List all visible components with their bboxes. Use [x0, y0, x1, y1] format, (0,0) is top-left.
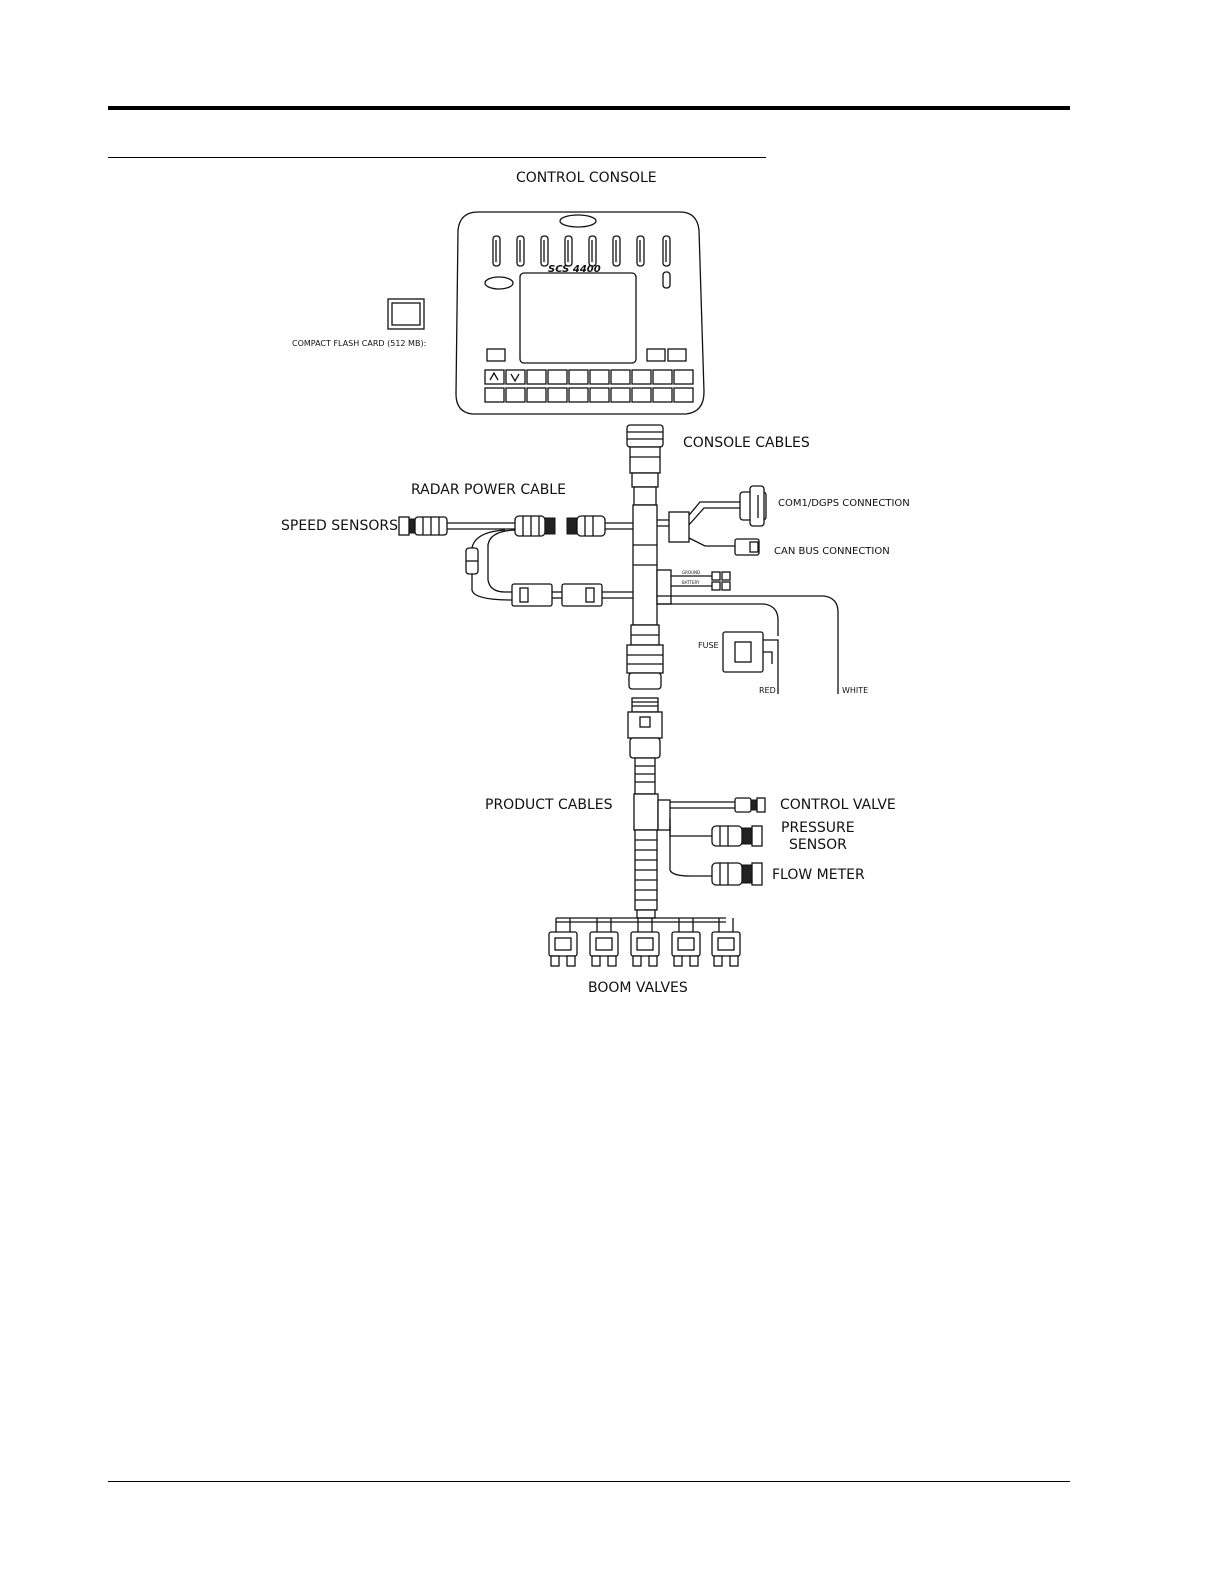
label-white: WHITE: [842, 686, 868, 695]
terminal-leads: GROUND BATTERY: [657, 570, 730, 604]
pressure-sensor-branch: [670, 818, 762, 846]
can-bus-branch: [689, 538, 759, 555]
control-valve-branch: [670, 798, 765, 812]
label-compact-flash: COMPACT FLASH CARD (512 MB):: [292, 339, 426, 348]
label-product-cables: PRODUCT CABLES: [485, 797, 613, 813]
brand-logo-icon: [485, 277, 513, 289]
label-boom-valves: BOOM VALVES: [588, 980, 688, 996]
power-button: [487, 349, 505, 361]
svg-text:BATTERY: BATTERY: [682, 580, 700, 585]
label-speed-sensors: SPEED SENSORS: [281, 518, 398, 534]
label-can-bus: CAN BUS CONNECTION: [774, 546, 890, 557]
product-cable-connector: [628, 698, 662, 794]
console-logo-oval: [560, 215, 596, 227]
flow-switch: [663, 272, 670, 288]
control-console: SCS 4400: [456, 212, 704, 414]
boom-valve-1: [549, 918, 577, 966]
label-red: RED: [759, 686, 776, 695]
label-control-valve: CONTROL VALVE: [780, 797, 896, 813]
label-flow-meter: FLOW METER: [772, 867, 865, 883]
boom-cable-conduit: [635, 830, 657, 918]
console-cable-lower-connector: [627, 625, 663, 689]
boom-valve-2: [590, 918, 618, 966]
keypad-row-2: [485, 388, 693, 402]
boom-valve-connectors: [549, 918, 740, 966]
boom-switches: [493, 236, 670, 266]
label-control-console: CONTROL CONSOLE: [516, 170, 657, 186]
label-com1-dgps: COM1/DGPS CONNECTION: [778, 498, 910, 509]
radar-power-loop: [466, 530, 633, 606]
label-radar-power-cable: RADAR POWER CABLE: [411, 482, 566, 498]
console-screen: [520, 273, 636, 363]
label-console-cables: CONSOLE CABLES: [683, 435, 810, 451]
svg-text:GROUND: GROUND: [682, 570, 700, 575]
boom-valve-4: [672, 918, 700, 966]
fuse-holder: [723, 632, 763, 672]
speed-sensor-cable: [399, 516, 633, 536]
keypad-row-1: [485, 370, 693, 384]
label-pressure: PRESSURE: [781, 820, 855, 836]
boom-valve-3: [631, 918, 659, 966]
auto-button: [647, 349, 665, 361]
boom-valve-splitter: [556, 918, 726, 922]
manual-button: [668, 349, 686, 361]
console-cable-connector: [627, 425, 663, 505]
boom-valve-5: [712, 918, 740, 966]
com1-dgps-branch: [657, 486, 766, 542]
power-leads: [657, 596, 838, 694]
product-cable-tube: [634, 794, 658, 830]
label-sensor: SENSOR: [789, 837, 847, 853]
label-fuse: FUSE: [698, 641, 719, 650]
